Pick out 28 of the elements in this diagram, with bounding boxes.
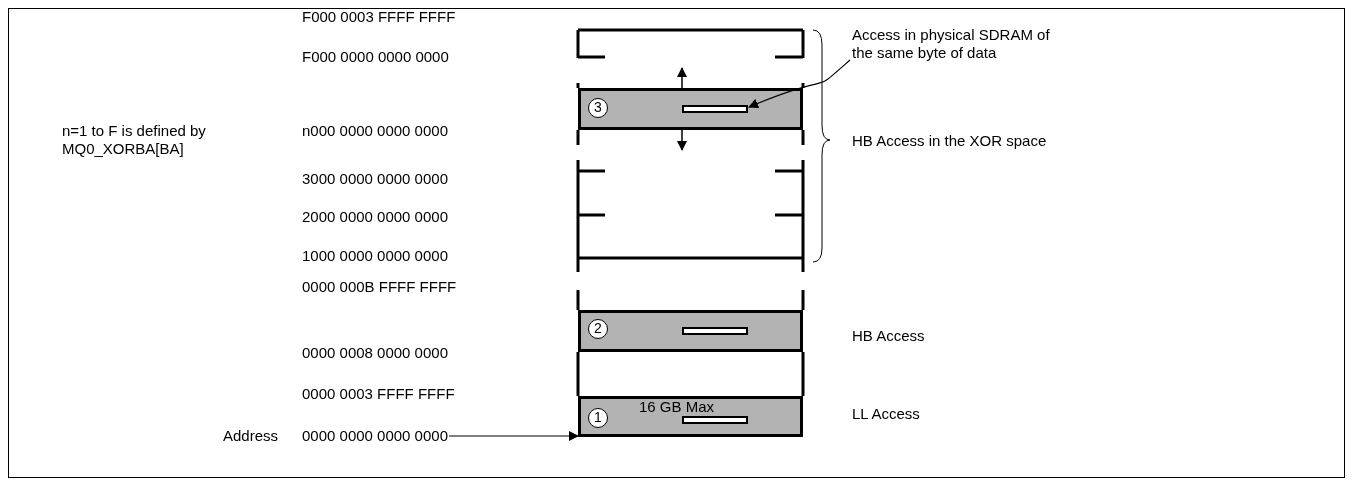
annotation-text: n=1 to F is defined by MQ0_XORBA[BA] bbox=[62, 122, 207, 158]
annotation-text: 0000 0000 0000 0000 bbox=[302, 427, 448, 445]
annotation-text: 3000 0000 0000 0000 bbox=[302, 170, 448, 188]
annotation-text: 0000 000B FFFF FFFF bbox=[302, 278, 457, 296]
annotation-text: 0000 0003 FFFF FFFF bbox=[302, 385, 455, 403]
arrow bbox=[448, 431, 579, 441]
data-byte-bar bbox=[682, 416, 748, 424]
size-note: 16 GB Max bbox=[639, 398, 715, 416]
annotation-text: 2000 0000 0000 0000 bbox=[302, 208, 448, 226]
memory-region-band bbox=[578, 396, 803, 437]
memory-region-band bbox=[578, 88, 803, 130]
data-byte-bar bbox=[682, 105, 748, 113]
region-number-circle: 3 bbox=[588, 98, 608, 118]
annotation-text: HB Access in the XOR space bbox=[852, 132, 1047, 150]
annotation-text: LL Access bbox=[852, 405, 920, 423]
region-number-circle: 2 bbox=[588, 319, 608, 339]
memory-region-band bbox=[578, 310, 803, 352]
annotation-text: 1000 0000 0000 0000 bbox=[302, 247, 448, 265]
data-byte-bar bbox=[682, 327, 748, 335]
leader-line bbox=[748, 59, 851, 109]
annotation-text: 0000 0008 0000 0000 bbox=[302, 344, 448, 362]
region-number-circle: 1 bbox=[588, 408, 608, 428]
annotation-text: n000 0000 0000 0000 bbox=[302, 122, 448, 140]
annotation-text: F000 0000 0000 0000 bbox=[302, 48, 449, 66]
annotation-text: HB Access bbox=[852, 327, 925, 345]
annotation-text: Address bbox=[221, 427, 278, 445]
annotation-text: Access in physical SDRAM of the same byte of data bbox=[852, 26, 1052, 62]
annotation-text: F000 0003 FFFF FFFF bbox=[302, 8, 456, 26]
